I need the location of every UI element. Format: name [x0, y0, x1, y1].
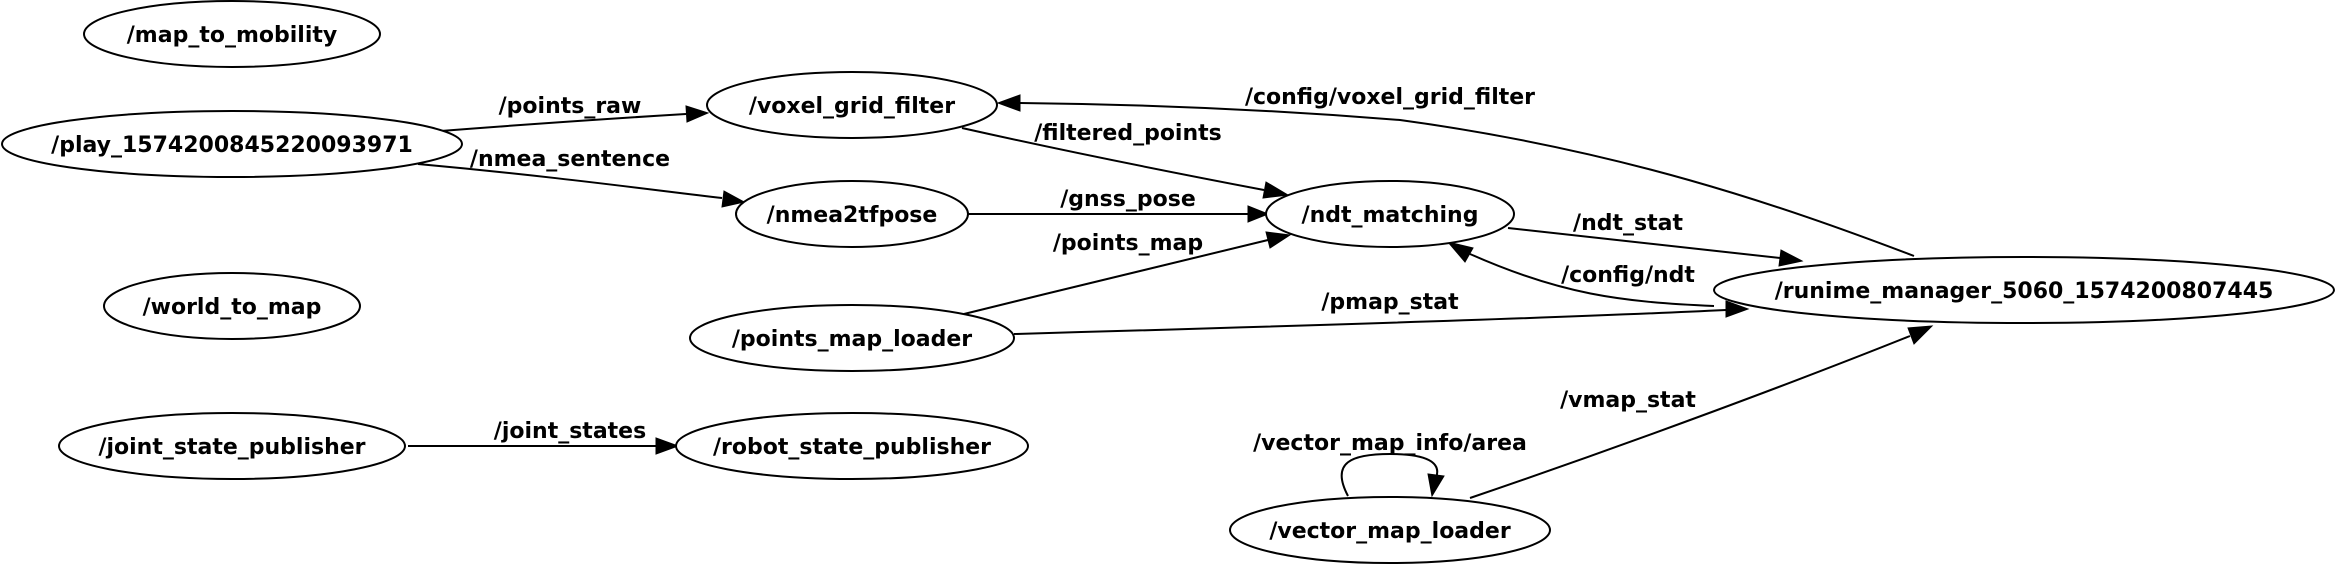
node-label-robot-state-publisher: /robot_state_publisher: [713, 435, 991, 460]
edge-label-config-voxel-grid-filter: /config/voxel_grid_filter: [1245, 85, 1535, 110]
edge-label-gnss-pose: /gnss_pose: [1060, 187, 1196, 212]
edge-config-voxel-grid-filter-line: [1019, 102, 1915, 257]
node-runtime-manager[interactable]: /runime_manager_5060_1574200807445: [1713, 256, 2335, 324]
edge-config-voxel-grid-filter: /config/voxel_grid_filter: [996, 85, 1915, 257]
node-label-nmea2tfpose: /nmea2tfpose: [767, 203, 938, 228]
edge-nmea-sentence: /nmea_sentence: [417, 147, 746, 208]
node-joint-state-publisher[interactable]: /joint_state_publisher: [58, 412, 406, 480]
node-label-ndt-matching: /ndt_matching: [1302, 203, 1479, 228]
node-map-to-mobility[interactable]: /map_to_mobility: [83, 0, 381, 68]
node-vector-map-loader[interactable]: /vector_map_loader: [1229, 496, 1551, 564]
edge-joint-states: /joint_states: [408, 419, 680, 455]
edge-pmap-stat-arrowhead: [1725, 300, 1750, 318]
edge-label-config-ndt: /config/ndt: [1561, 263, 1695, 288]
edge-label-nmea-sentence: /nmea_sentence: [470, 147, 670, 172]
edge-vmap-stat: /vmap_stat: [1469, 325, 1934, 499]
edge-vector-map-info-area-line: [1340, 452, 1439, 497]
node-label-play: /play_1574200845220093971: [51, 133, 413, 158]
node-label-joint-state-publisher: /joint_state_publisher: [98, 435, 365, 460]
edge-label-joint-states: /joint_states: [494, 419, 646, 444]
edge-vector-map-info-area-arrowhead: [1427, 473, 1445, 498]
edge-filtered-points: /filtered_points: [961, 121, 1290, 199]
node-label-runtime-manager: /runime_manager_5060_1574200807445: [1775, 279, 2274, 304]
node-robot-state-publisher[interactable]: /robot_state_publisher: [675, 412, 1029, 480]
edge-filtered-points-arrowhead: [1262, 181, 1290, 199]
edge-joint-states-arrowhead: [655, 437, 680, 455]
node-play[interactable]: /play_1574200845220093971: [1, 110, 463, 178]
edge-points-map-line: [963, 239, 1269, 315]
node-label-map-to-mobility: /map_to_mobility: [127, 23, 337, 48]
edge-points-raw-arrowhead: [685, 105, 710, 123]
node-world-to-map[interactable]: /world_to_map: [103, 272, 361, 340]
node-label-vector-map-loader: /vector_map_loader: [1269, 519, 1511, 544]
node-points-map-loader[interactable]: /points_map_loader: [689, 304, 1015, 372]
edge-ndt-stat-line: [1507, 227, 1781, 259]
node-voxel-grid-filter[interactable]: /voxel_grid_filter: [706, 71, 998, 139]
edge-vector-map-info-area: /vector_map_info/area: [1253, 431, 1527, 498]
node-label-points-map-loader: /points_map_loader: [732, 327, 972, 352]
edge-label-filtered-points: /filtered_points: [1034, 121, 1222, 146]
edge-nmea-sentence-line: [417, 163, 723, 199]
node-ndt-matching[interactable]: /ndt_matching: [1265, 180, 1515, 248]
edge-label-points-raw: /points_raw: [499, 94, 642, 119]
edge-points-raw: /points_raw: [427, 94, 710, 133]
edge-vmap-stat-arrowhead: [1907, 325, 1934, 345]
edge-label-ndt-stat: /ndt_stat: [1573, 211, 1683, 236]
edge-config-ndt: /config/ndt: [1446, 241, 1715, 307]
node-nmea2tfpose[interactable]: /nmea2tfpose: [735, 180, 969, 248]
edge-nmea-sentence-arrowhead: [721, 190, 746, 208]
edge-label-pmap-stat: /pmap_stat: [1321, 290, 1459, 315]
edge-points-raw-line: [427, 113, 687, 133]
node-label-world-to-map: /world_to_map: [143, 295, 322, 320]
edge-ndt-stat-arrowhead: [1778, 249, 1804, 267]
edge-label-vmap-stat: /vmap_stat: [1560, 388, 1696, 413]
edge-ndt-stat: /ndt_stat: [1507, 211, 1804, 267]
edge-config-ndt-arrowhead: [1446, 241, 1474, 263]
edge-filtered-points-line: [961, 127, 1265, 191]
edge-config-ndt-line: [1469, 253, 1715, 307]
edge-gnss-pose-arrowhead: [1247, 205, 1270, 223]
edge-pmap-stat: /pmap_stat: [1013, 290, 1750, 335]
edge-pmap-stat-line: [1013, 309, 1727, 335]
node-label-voxel-grid-filter: /voxel_grid_filter: [749, 94, 955, 119]
edge-gnss-pose: /gnss_pose: [968, 187, 1270, 223]
edge-label-points-map: /points_map: [1053, 231, 1203, 256]
edge-points-map-arrowhead: [1265, 231, 1292, 249]
edge-label-vector-map-info-area: /vector_map_info/area: [1253, 431, 1527, 456]
edge-config-voxel-grid-filter-arrowhead: [996, 94, 1021, 112]
edge-vmap-stat-line: [1469, 335, 1911, 499]
edge-points-map: /points_map: [963, 231, 1292, 315]
